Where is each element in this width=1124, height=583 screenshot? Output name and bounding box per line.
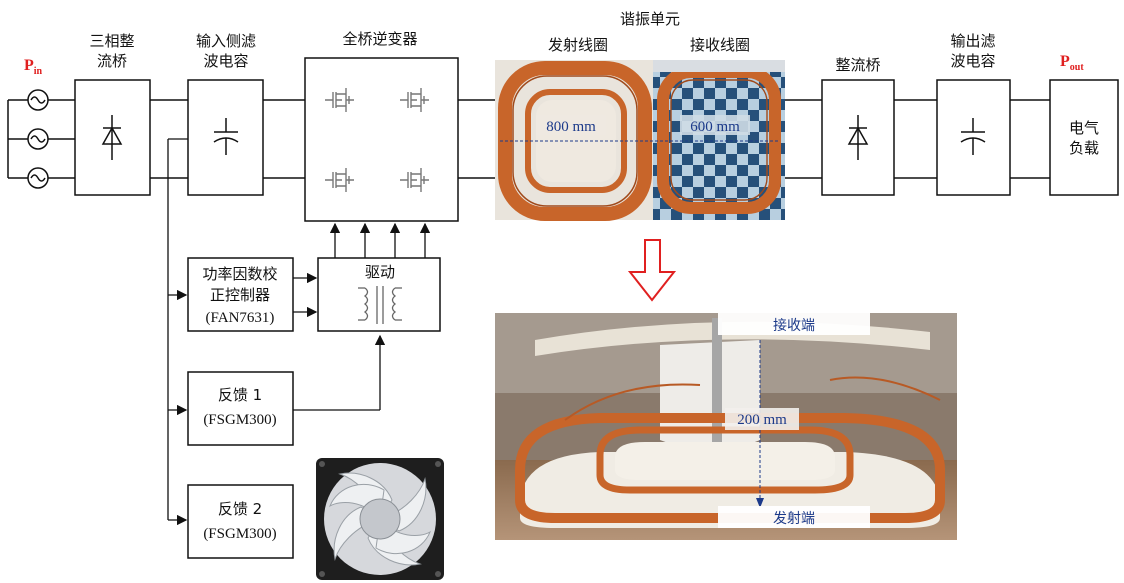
input-filter-label-2: 波电容 (203, 52, 248, 70)
capacitor-icon (213, 118, 239, 155)
dc-bus (150, 99, 1050, 179)
tx-coil-label: 发射线圈 (548, 36, 608, 54)
inverter-label: 全桥逆变器 (342, 30, 417, 48)
mosfet-icon (325, 88, 354, 112)
out-rectifier-label: 整流桥 (835, 56, 880, 74)
feedback1-label: 反馈 1 (218, 386, 262, 404)
load-label-2: 负载 (1069, 139, 1099, 157)
diode-icon (847, 115, 869, 160)
rx-coil-photo (653, 60, 785, 220)
output-filter-label: 输出滤 (950, 32, 995, 50)
feedback2-label: 反馈 2 (218, 500, 262, 518)
mosfet-icon-group (325, 88, 429, 192)
tx-coil-photo (495, 60, 653, 221)
rectifier-bridge-label: 三相整 (89, 32, 134, 50)
ac-source-group (7, 89, 75, 189)
out-rectifier-box (821, 79, 895, 196)
feedback1-box (187, 371, 294, 446)
resonant-unit-label: 谐振单元 (620, 10, 680, 28)
driver-label: 驱动 (365, 263, 395, 281)
control-wiring (167, 138, 431, 526)
mosfet-icon (400, 88, 429, 112)
rx-size-label: 600 mm (690, 119, 740, 135)
feedback2-part: (FSGM300) (203, 526, 276, 542)
gap-label: 200 mm (737, 412, 787, 428)
input-filter-box (187, 79, 264, 196)
output-filter-label-2: 波电容 (950, 52, 995, 70)
down-arrow-icon (627, 239, 677, 302)
diode-icon (101, 115, 123, 160)
pfc-label-1: 功率因数校 (202, 265, 277, 283)
mosfet-icon (400, 168, 429, 192)
feedback1-part: (FSGM300) (203, 412, 276, 428)
power-in-label: Pin (24, 57, 43, 77)
power-out-label: Pout (1060, 53, 1084, 73)
inverter-box (304, 57, 459, 222)
rx-end-label: 接收端 (773, 317, 815, 334)
rx-coil-label: 接收线圈 (690, 36, 750, 54)
pfc-label-3: (FAN7631) (206, 310, 275, 326)
load-label: 电气 (1069, 119, 1099, 137)
pfc-controller-box (187, 257, 294, 332)
input-filter-label: 输入侧滤 (196, 32, 256, 50)
capacitor-icon (960, 118, 986, 155)
fan-photo (316, 458, 444, 580)
rectifier-bridge-label-2: 流桥 (97, 52, 127, 70)
tx-end-label: 发射端 (773, 511, 815, 527)
tx-size-label: 800 mm (546, 119, 596, 135)
transformer-icon (358, 286, 402, 324)
driver-box (317, 257, 441, 332)
pfc-label-2: 正控制器 (210, 286, 270, 304)
mosfet-icon (325, 168, 354, 192)
load-box (1049, 79, 1119, 196)
feedback2-box (187, 484, 294, 559)
